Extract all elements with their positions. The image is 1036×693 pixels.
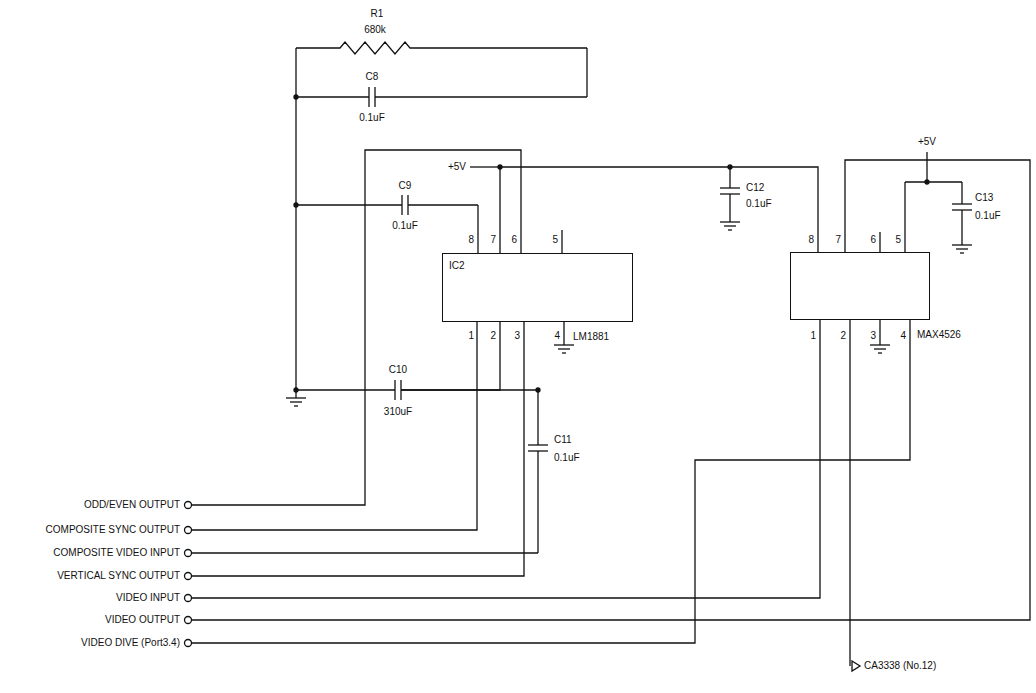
component-label: 310uF (384, 406, 412, 418)
component-label: C10 (389, 364, 407, 376)
capacitor-symbol (296, 380, 401, 400)
pin-number: 8 (808, 234, 814, 246)
signal-name: VIDEO OUTPUT (105, 614, 180, 626)
component-label: R1 (371, 8, 384, 20)
ic-package: MAX4526 (790, 252, 930, 320)
pin-number: 2 (840, 330, 846, 342)
ic-package: IC2LM1881 (442, 253, 633, 322)
ic-reference: IC2 (449, 260, 465, 272)
pin-number: 7 (835, 234, 841, 246)
component-label: CA3338 (No.12) (864, 660, 936, 672)
pin-number: 7 (490, 234, 496, 246)
component-label: C11 (554, 434, 572, 446)
component-label: C9 (399, 180, 412, 192)
pin-number: 3 (870, 330, 876, 342)
pin-number: 1 (468, 330, 474, 342)
pin-number: 4 (554, 330, 560, 342)
pin-number: 8 (468, 234, 474, 246)
pin-number: 6 (870, 234, 876, 246)
signal-name: VIDEO INPUT (116, 592, 180, 604)
pin-number: 2 (490, 330, 496, 342)
capacitor-symbol (952, 182, 972, 245)
capacitor-symbol (296, 87, 587, 107)
signal-name: VERTICAL SYNC OUTPUT (57, 570, 180, 582)
signal-name: COMPOSITE SYNC OUTPUT (46, 524, 180, 536)
capacitor-symbol (720, 167, 740, 222)
component-label: 0.1uF (359, 112, 385, 124)
component-label: 0.1uF (554, 452, 580, 464)
component-label: C13 (975, 192, 993, 204)
pin-number: 5 (552, 234, 558, 246)
ground-symbol (286, 222, 972, 406)
junction-dot (294, 95, 929, 392)
component-label: +5V (918, 136, 936, 148)
ic-part-number: MAX4526 (917, 329, 961, 341)
component-label: C12 (746, 182, 764, 194)
signal-name: VIDEO DIVE (Port3.4) (81, 637, 180, 649)
resistor-symbol (296, 42, 587, 54)
pin-number: 4 (900, 330, 906, 342)
component-label: 680k (364, 24, 386, 36)
signal-name: COMPOSITE VIDEO INPUT (53, 547, 180, 559)
component-label: 0.1uF (746, 198, 772, 210)
capacitor-symbol (192, 390, 548, 553)
component-label: C8 (366, 71, 379, 83)
ic-part-number: LM1881 (573, 331, 609, 343)
signal-name: ODD/EVEN OUTPUT (84, 499, 180, 511)
pin-number: 1 (810, 330, 816, 342)
supply-wire (500, 167, 818, 253)
pin-number: 3 (514, 330, 520, 342)
component-label: 0.1uF (392, 220, 418, 232)
terminal-circle (185, 502, 192, 647)
component-label: 0.1uF (975, 210, 1001, 222)
pin-number: 6 (511, 234, 517, 246)
component-label: +5V (448, 161, 466, 173)
pin-number: 5 (895, 234, 901, 246)
capacitor-symbol (296, 195, 478, 215)
